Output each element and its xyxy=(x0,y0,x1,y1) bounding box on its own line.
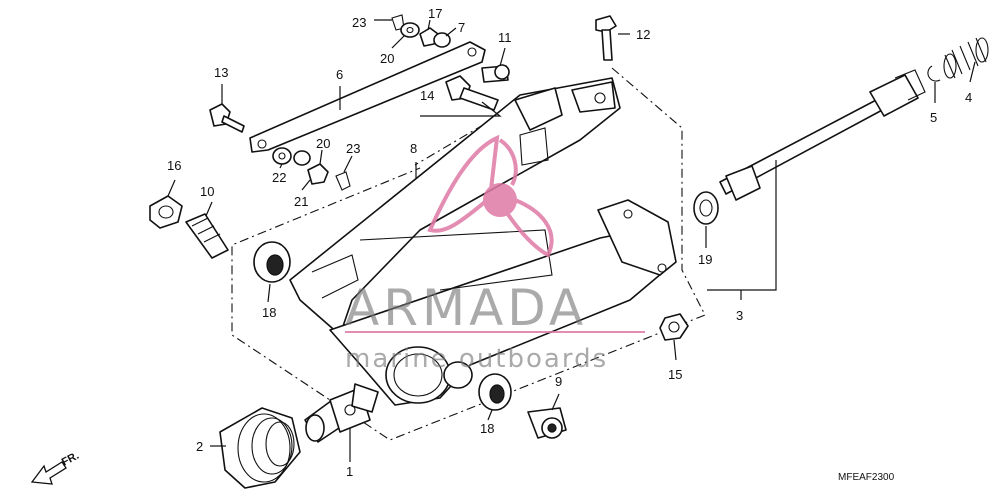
callout-13: 13 xyxy=(214,65,228,80)
propeller-logo-icon xyxy=(427,134,554,258)
oil-seal-19 xyxy=(693,191,719,225)
circlip-5 xyxy=(927,65,941,82)
callout-18-lower: 18 xyxy=(480,421,494,436)
diagram-code: MFEAF2300 xyxy=(838,472,895,483)
leader-lines xyxy=(167,19,976,462)
callout-9: 9 xyxy=(555,374,562,389)
callout-4: 4 xyxy=(965,90,972,105)
cotter-pin-23-mid xyxy=(335,171,351,191)
callout-6: 6 xyxy=(336,67,343,82)
washer-7 xyxy=(433,32,451,48)
torque-link xyxy=(249,41,486,153)
drive-shaft xyxy=(719,69,926,201)
front-label: FR. xyxy=(60,450,81,469)
callout-10: 10 xyxy=(200,184,214,199)
bearing-18-upper xyxy=(253,241,291,283)
washer-22 xyxy=(272,147,292,165)
watermark-brand: ARMADA xyxy=(345,279,587,337)
callout-7: 7 xyxy=(458,20,465,35)
callout-5: 5 xyxy=(930,110,937,125)
washer-20-top xyxy=(400,22,420,38)
watermark: ARMADA marine outboards xyxy=(345,134,645,374)
bolt-14 xyxy=(445,75,499,111)
callout-21: 21 xyxy=(294,194,308,209)
callout-20-top: 20 xyxy=(380,51,394,66)
bearing-18-lower xyxy=(478,373,512,411)
callout-numbers: 1 2 3 4 5 6 7 8 9 10 11 12 13 14 15 16 1… xyxy=(167,6,972,479)
callout-1: 1 xyxy=(346,464,353,479)
bolt-11 xyxy=(481,64,510,83)
callout-12: 12 xyxy=(636,27,650,42)
callout-19: 19 xyxy=(698,252,712,267)
spring-4 xyxy=(943,37,989,79)
watermark-tagline: marine outboards xyxy=(345,344,608,374)
callout-20-mid: 20 xyxy=(316,136,330,151)
nut-15 xyxy=(659,313,689,341)
callout-23-mid: 23 xyxy=(346,141,360,156)
pivot-bolt-9 xyxy=(527,407,567,439)
bolt-12 xyxy=(595,15,617,61)
bolt-13 xyxy=(209,103,245,133)
front-direction-arrow: FR. xyxy=(30,450,81,485)
washer-20-mid xyxy=(293,150,311,166)
callout-14: 14 xyxy=(420,88,434,103)
nut-21 xyxy=(307,163,329,185)
callout-8: 8 xyxy=(410,141,417,156)
callout-2: 2 xyxy=(196,439,203,454)
callout-17: 17 xyxy=(428,6,442,21)
universal-joint xyxy=(304,383,379,443)
pivot-adjuster-10 xyxy=(185,213,229,259)
callout-11: 11 xyxy=(498,30,512,45)
callout-22: 22 xyxy=(272,170,286,185)
callout-18-upper: 18 xyxy=(262,305,276,320)
lock-nut-16 xyxy=(149,195,183,229)
callout-23-top: 23 xyxy=(352,15,366,30)
boot xyxy=(219,407,301,489)
callout-16: 16 xyxy=(167,158,181,173)
callout-15: 15 xyxy=(668,367,682,382)
callout-3: 3 xyxy=(736,308,743,323)
assembly-boundary xyxy=(231,67,706,441)
